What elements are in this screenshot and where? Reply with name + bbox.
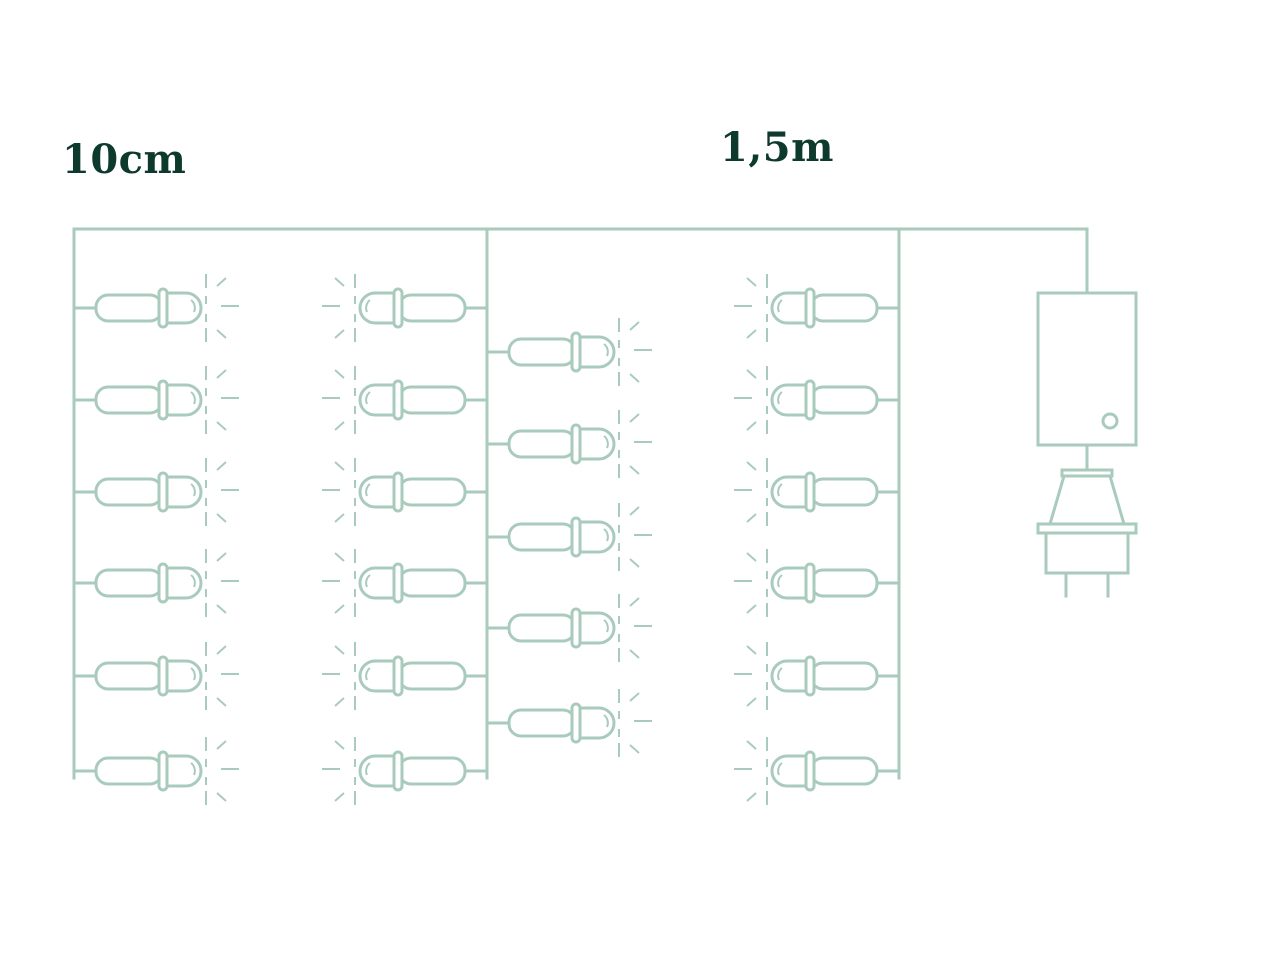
led-bulb-icon [734, 642, 901, 710]
led-bulb-icon [72, 642, 239, 710]
led-bulb-icon [322, 642, 489, 710]
led-bulb-icon [485, 594, 652, 662]
led-bulb-icon [72, 458, 239, 526]
led-bulb-icon [734, 274, 901, 342]
led-bulb-icon [322, 458, 489, 526]
bulbs [72, 274, 901, 805]
led-bulb-icon [485, 410, 652, 478]
led-bulb-icon [322, 366, 489, 434]
led-bulb-icon [72, 549, 239, 617]
length-label: 1,5m [720, 124, 834, 171]
led-bulb-icon [485, 503, 652, 571]
controller-box-icon [1036, 291, 1138, 447]
plug-icon [1036, 443, 1138, 598]
wires [72, 227, 1089, 780]
led-bulb-icon [72, 274, 239, 342]
led-bulb-icon [485, 689, 652, 757]
led-bulb-icon [485, 318, 652, 386]
led-bulb-icon [72, 737, 239, 805]
led-bulb-icon [734, 458, 901, 526]
led-bulb-icon [734, 366, 901, 434]
led-bulb-icon [734, 549, 901, 617]
led-bulb-icon [322, 274, 489, 342]
spacing-label: 10cm [62, 136, 187, 183]
led-bulb-icon [72, 366, 239, 434]
led-bulb-icon [322, 737, 489, 805]
led-bulb-icon [322, 549, 489, 617]
led-bulb-icon [734, 737, 901, 805]
